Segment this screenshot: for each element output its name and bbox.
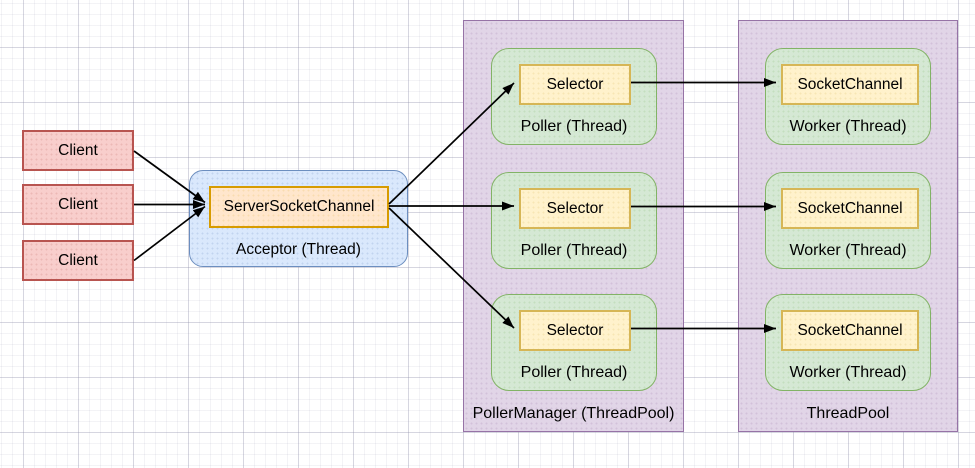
poller-manager-container[interactable]: Selector Poller (Thread) Selector Poller… [463, 20, 684, 432]
server-socket-channel-node[interactable]: ServerSocketChannel [209, 186, 389, 228]
socket-channel-node-3[interactable]: SocketChannel [781, 310, 919, 351]
poller-thread-node-3[interactable]: Selector Poller (Thread) [491, 294, 657, 391]
client-node-2[interactable]: Client [22, 184, 134, 225]
selector-label: Selector [546, 75, 604, 93]
worker-caption: Worker (Thread) [789, 242, 907, 259]
poller-caption: Poller (Thread) [520, 242, 628, 259]
socket-channel-node-2[interactable]: SocketChannel [781, 188, 919, 229]
socket-channel-label: SocketChannel [797, 199, 903, 217]
acceptor-caption: Acceptor (Thread) [236, 241, 361, 258]
selector-node-2[interactable]: Selector [519, 188, 631, 229]
poller-caption: Poller (Thread) [520, 118, 628, 135]
selector-node-1[interactable]: Selector [519, 64, 631, 105]
selector-label: Selector [546, 321, 604, 339]
client-label: Client [58, 251, 98, 269]
worker-caption: Worker (Thread) [789, 118, 907, 135]
acceptor-thread-group[interactable]: ServerSocketChannel Acceptor (Thread) [189, 170, 408, 267]
socket-channel-label: SocketChannel [797, 75, 903, 93]
client-label: Client [58, 141, 98, 159]
client-label: Client [58, 195, 98, 213]
worker-thread-node-1[interactable]: SocketChannel Worker (Thread) [765, 48, 931, 145]
selector-node-3[interactable]: Selector [519, 310, 631, 351]
poller-caption: Poller (Thread) [520, 364, 628, 381]
thread-pool-caption: ThreadPool [806, 405, 890, 422]
worker-thread-node-3[interactable]: SocketChannel Worker (Thread) [765, 294, 931, 391]
poller-thread-node-2[interactable]: Selector Poller (Thread) [491, 172, 657, 269]
selector-label: Selector [546, 199, 604, 217]
socket-channel-node-1[interactable]: SocketChannel [781, 64, 919, 105]
thread-pool-container[interactable]: SocketChannel Worker (Thread) SocketChan… [738, 20, 958, 432]
socket-channel-label: SocketChannel [797, 321, 903, 339]
server-socket-channel-label: ServerSocketChannel [223, 198, 375, 216]
poller-manager-caption: PollerManager (ThreadPool) [472, 405, 675, 422]
poller-thread-node-1[interactable]: Selector Poller (Thread) [491, 48, 657, 145]
client-node-3[interactable]: Client [22, 240, 134, 281]
client-node-1[interactable]: Client [22, 130, 134, 171]
worker-thread-node-2[interactable]: SocketChannel Worker (Thread) [765, 172, 931, 269]
worker-caption: Worker (Thread) [789, 364, 907, 381]
